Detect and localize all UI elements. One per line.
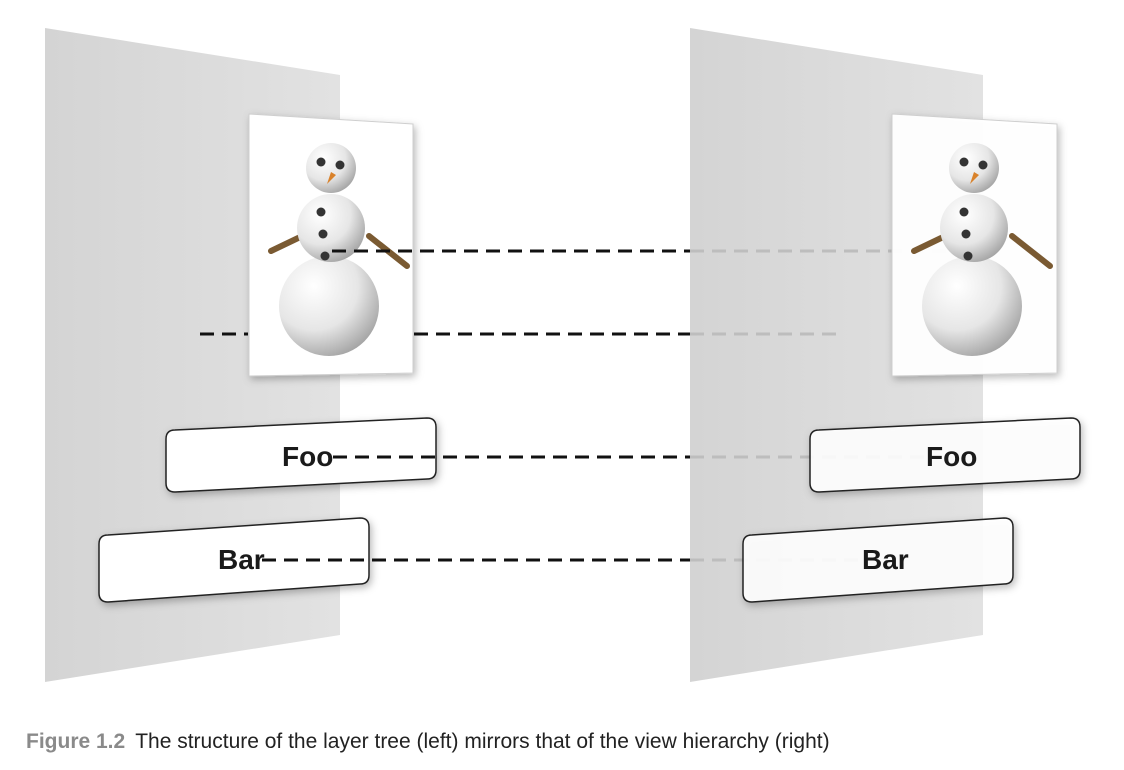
- layer-foo-card: [165, 417, 437, 493]
- view-bar-label: Bar: [862, 544, 909, 575]
- connectors: [200, 249, 690, 562]
- view-foo-label: Foo: [926, 441, 977, 472]
- layer-bar-card: [98, 517, 370, 603]
- view-foo-card: [809, 417, 1081, 493]
- caption-text: The structure of the layer tree (left) m…: [135, 730, 830, 753]
- layer-foo-label: Foo: [282, 441, 333, 472]
- view-bar-card: [742, 517, 1014, 603]
- figure-number: Figure 1.2: [26, 730, 126, 753]
- layer-tree-diagram: Foo Bar Foo Bar: [45, 28, 1081, 682]
- figure-caption: Figure 1.2 The structure of the layer tre…: [26, 730, 1106, 754]
- layer-bar-label: Bar: [218, 544, 265, 575]
